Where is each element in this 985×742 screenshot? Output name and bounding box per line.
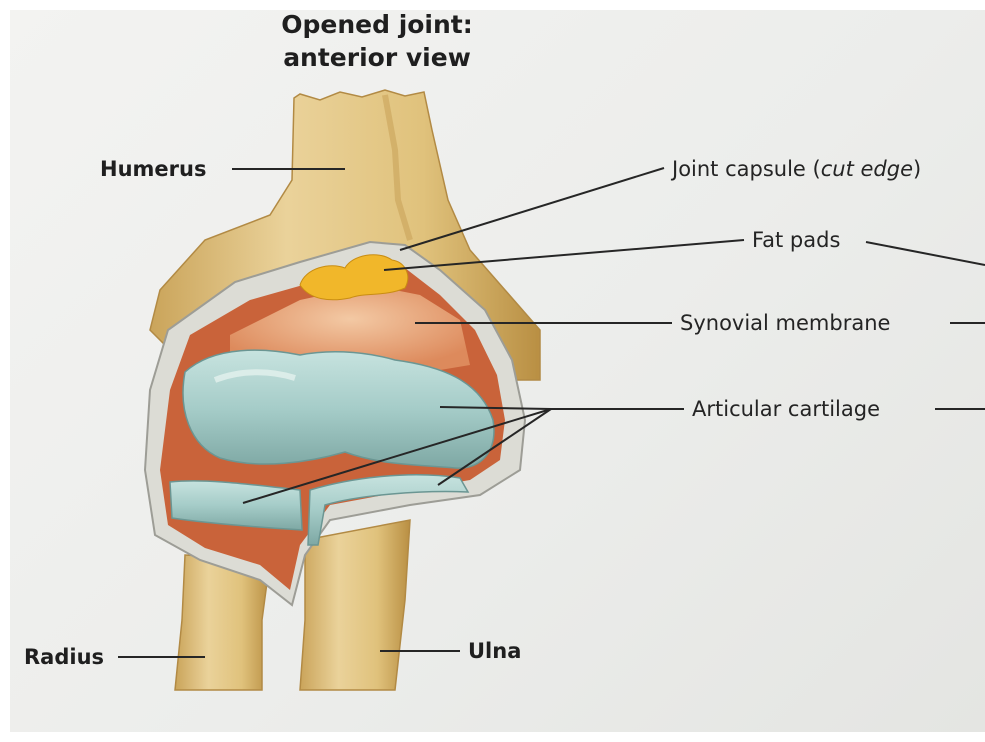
leader-fat-pads-right	[866, 242, 985, 265]
label-joint-capsule-close: )	[913, 157, 921, 181]
label-radius: Radius	[24, 645, 104, 669]
label-fat-pads: Fat pads	[752, 228, 840, 252]
label-humerus: Humerus	[100, 157, 206, 181]
label-joint-capsule: Joint capsule (cut edge)	[670, 157, 921, 181]
label-joint-capsule-text: Joint capsule (	[670, 157, 821, 181]
label-synovial-membrane: Synovial membrane	[680, 311, 890, 335]
label-ulna: Ulna	[468, 639, 521, 663]
figure-title-line-2: anterior view	[283, 43, 471, 72]
label-joint-capsule-italic: cut edge	[821, 157, 913, 181]
figure-title-line-1: Opened joint:	[281, 10, 473, 39]
label-articular-cartilage: Articular cartilage	[692, 397, 880, 421]
